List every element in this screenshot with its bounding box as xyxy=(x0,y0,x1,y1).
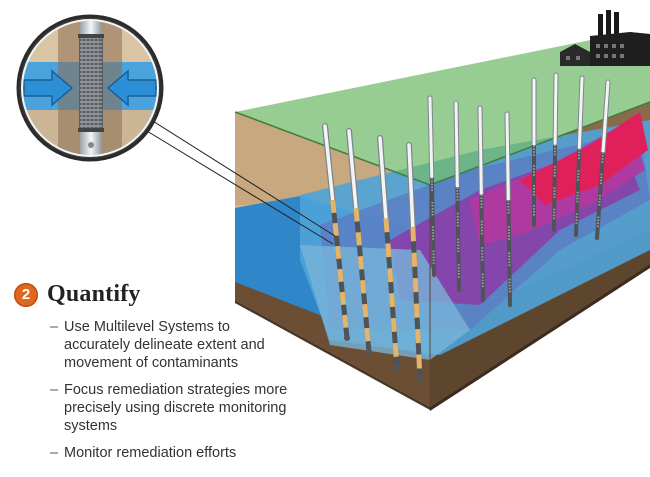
monitoring-well xyxy=(573,75,585,238)
monitoring-well xyxy=(377,135,400,371)
bullet-list: Use Multilevel Systems to accurately del… xyxy=(50,318,300,471)
inflow-arrow-icon xyxy=(23,69,74,107)
bullet-item: Monitor remediation efforts xyxy=(50,444,300,462)
monitoring-well xyxy=(346,128,372,355)
monitoring-well xyxy=(551,72,559,233)
monitoring-well xyxy=(594,79,611,241)
monitoring-well xyxy=(453,100,462,293)
bullet-item: Focus remediation strategies more precis… xyxy=(50,381,300,435)
callout-line xyxy=(141,127,334,245)
monitoring-well xyxy=(477,105,486,303)
well-screen-inset xyxy=(16,14,164,162)
monitoring-wells xyxy=(322,72,611,383)
ground-block xyxy=(234,32,650,411)
inflow-arrow-icon xyxy=(106,69,157,107)
step-number-badge: 2 xyxy=(14,282,38,307)
step-heading: 2 Quantify xyxy=(14,281,141,308)
well-screen-icon xyxy=(78,34,104,132)
monitoring-well xyxy=(531,77,537,228)
callout-line xyxy=(147,117,336,237)
ground-surface xyxy=(235,32,650,185)
monitoring-well xyxy=(322,123,350,341)
section-title: Quantify xyxy=(47,281,141,307)
contaminant-plume xyxy=(300,112,650,360)
factory-icon xyxy=(560,10,650,66)
monitoring-well xyxy=(427,95,437,278)
monitoring-well xyxy=(504,111,513,308)
bullet-item: Use Multilevel Systems to accurately del… xyxy=(50,318,300,372)
monitoring-well xyxy=(406,142,423,383)
